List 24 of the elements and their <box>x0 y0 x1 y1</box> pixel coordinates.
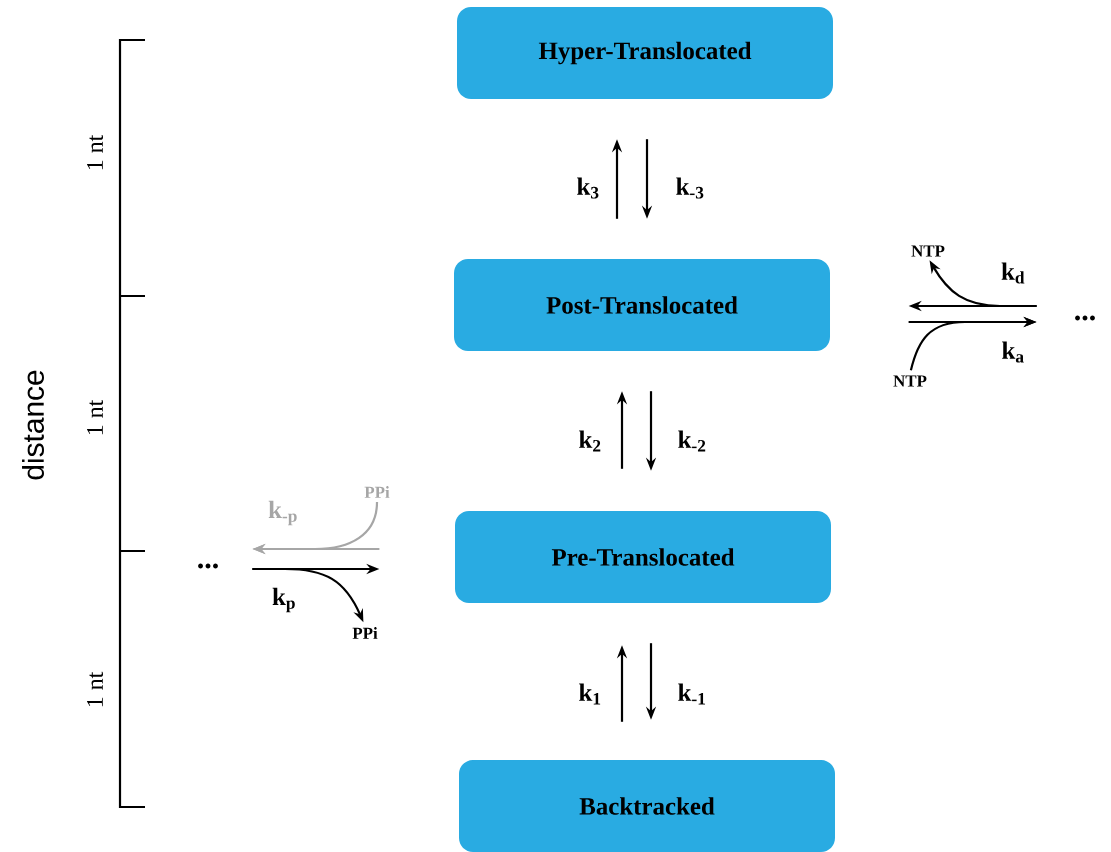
ellipsis: ... <box>1075 315 1095 321</box>
ellipsis: ... <box>198 563 218 569</box>
rate-constant: k$_{2}$ <box>579 430 601 452</box>
axis-title: distance <box>22 370 44 480</box>
rate-constant: k$_{d}$ <box>1001 262 1025 284</box>
species-label: NTP <box>911 245 945 257</box>
state-box: Post-Translocated <box>454 259 830 351</box>
scale-label: 1 nt <box>87 399 103 435</box>
species-label: PPi <box>352 627 378 639</box>
state-box: Backtracked <box>459 760 835 852</box>
scale-label: 1 nt <box>87 134 103 170</box>
state-box: Hyper-Translocated <box>457 7 833 99</box>
scale-label: 1 nt <box>87 671 103 707</box>
rate-constant: k$_{-1}$ <box>678 683 706 705</box>
rate-constant: k$_{3}$ <box>577 177 599 199</box>
rate-constant: k$_{1}$ <box>579 683 601 705</box>
rate-constant: k$_{-p}$ <box>268 500 297 526</box>
rate-constant: k$_{p}$ <box>272 587 295 613</box>
species-label: PPi <box>364 486 390 498</box>
species-label: NTP <box>893 375 927 387</box>
rate-constant: k$_{a}$ <box>1002 341 1024 363</box>
state-box: Pre-Translocated <box>455 511 831 603</box>
rate-constant: k$_{-2}$ <box>678 430 706 452</box>
rate-constant: k$_{-3}$ <box>676 177 704 199</box>
